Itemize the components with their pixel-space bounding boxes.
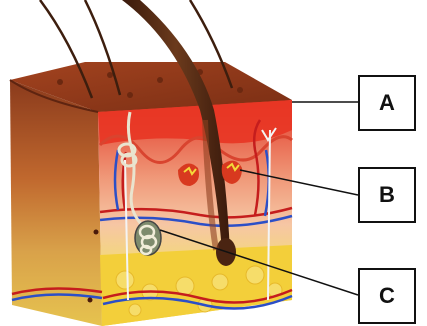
label-box-b: B <box>358 167 416 223</box>
label-c-text: C <box>379 283 395 309</box>
label-a-text: A <box>379 90 395 116</box>
label-box-c: C <box>358 268 416 324</box>
label-box-a: A <box>358 75 416 131</box>
label-b-text: B <box>379 182 395 208</box>
